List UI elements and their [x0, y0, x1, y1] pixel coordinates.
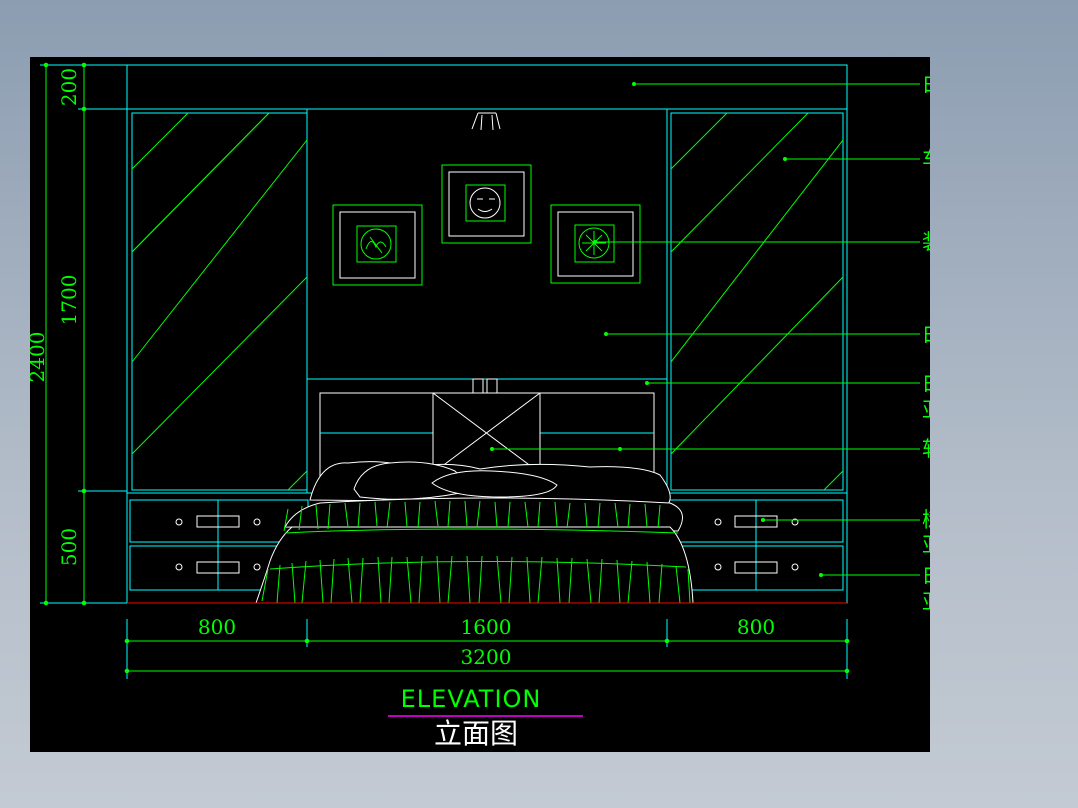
dim-total-height: 2400	[30, 332, 49, 383]
left-dimensions	[40, 62, 127, 606]
dim-middle-height: 1700	[57, 275, 81, 326]
dim-left-width: 800	[198, 615, 236, 639]
cad-model-viewport[interactable]: 2400 200 1700 500 800 1600 800 3200	[30, 57, 930, 752]
dim-total-width: 3200	[461, 645, 512, 669]
left-mirror-panel	[131, 112, 308, 491]
bottom-dimensions	[124, 619, 850, 679]
wall-lamp	[471, 112, 501, 131]
title-chinese: 立面图	[434, 717, 518, 750]
label-beech-plywood-finish: 亚光清漆	[922, 398, 930, 422]
label-burl-plywood-finish: 亚光清漆	[922, 533, 930, 557]
dim-top-height: 200	[57, 68, 81, 106]
label-decorative-painting: 装饰画	[922, 230, 930, 254]
label-beech-plywood-2-finish: 亚光清漆	[922, 590, 930, 614]
leader-lines	[492, 83, 920, 576]
leader-dots	[490, 82, 823, 577]
label-white-latex-paint-top: 白色乳胶漆	[922, 72, 930, 96]
label-beech-plywood-2: 白榉木夹板	[922, 563, 930, 587]
decorative-painting-center	[441, 164, 532, 244]
elevation-drawing: 2400 200 1700 500 800 1600 800 3200	[30, 62, 930, 750]
decorative-painting-left	[332, 204, 423, 286]
label-white-latex-paint-wall: 白色乳胶漆	[922, 322, 930, 346]
dim-right-width: 800	[737, 615, 775, 639]
dim-center-width: 1600	[461, 615, 512, 639]
right-nightstand	[666, 499, 844, 591]
dim-bottom-height: 500	[57, 528, 81, 566]
title-english: ELEVATION	[401, 685, 542, 713]
label-beveled-mirror: 车边明镜	[922, 147, 930, 171]
right-mirror-panel	[670, 112, 844, 491]
label-beech-plywood: 白榉木夹板	[922, 371, 930, 395]
label-burl-plywood: 树瘤木夹板	[922, 508, 930, 532]
bed	[255, 461, 694, 604]
label-upholstery: 软包	[922, 437, 930, 461]
decorative-painting-right	[550, 204, 641, 284]
bed-skirt-folds	[261, 500, 691, 604]
